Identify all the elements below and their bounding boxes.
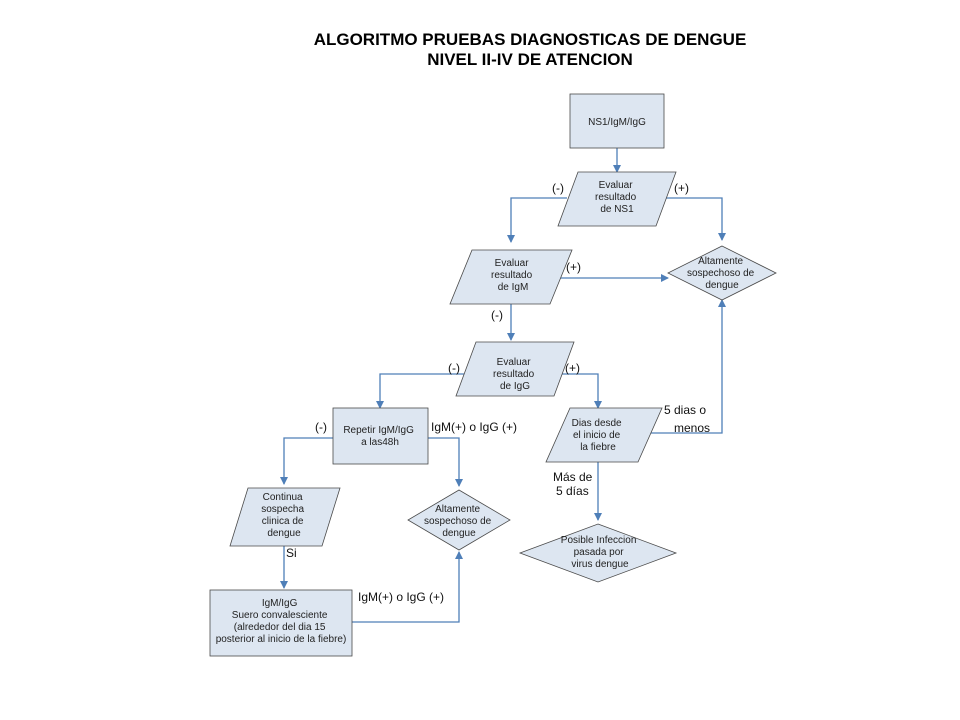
title-line-2: NIVEL II-IV DE ATENCION <box>427 50 633 69</box>
edge-dias-short-to-suspect <box>643 299 726 434</box>
eval-igm-line-3: de IgM <box>498 282 529 293</box>
repeat-line-2: a las48h <box>361 437 399 448</box>
posible-line-2: pasada por <box>574 547 625 558</box>
start-node-text: NS1/IgM/IgG <box>588 117 646 128</box>
eval-ns1-line-1: Evaluar <box>599 180 634 191</box>
repeat-node <box>332 407 429 465</box>
label-five-days-line-2: menos <box>674 421 710 435</box>
edge-box-pos-to-suspect-mid <box>352 551 463 623</box>
repeat-text: Repetir IgM/IgG a las48h <box>343 425 416 448</box>
label-ns1-positive: (+) <box>674 181 689 195</box>
continua-line-4: dengue <box>267 528 301 539</box>
label-repeat-positive: IgM(+) o IgG (+) <box>431 420 517 434</box>
dias-line-2: el inicio de <box>573 430 621 441</box>
label-ns1-negative: (-) <box>552 181 564 195</box>
dias-line-1: Dias desde <box>572 418 622 429</box>
label-igm-negative: (-) <box>491 308 503 322</box>
node-texts: NS1/IgM/IgG Evaluar resultado de NS1 Eva… <box>216 117 757 645</box>
posible-line-3: virus dengue <box>571 559 629 570</box>
suspect-top-line-2: sospechoso de <box>687 268 755 279</box>
continua-text: Continua sospecha clinica de dengue <box>261 492 307 539</box>
suspect-mid-node <box>407 489 511 551</box>
eval-ns1-line-3: de NS1 <box>600 204 634 215</box>
eval-igg-text: Evaluar resultado de IgG <box>493 357 537 392</box>
edge-repeat-pos-to-suspect-mid <box>428 437 463 487</box>
continua-line-3: clinica de <box>262 516 304 527</box>
suspect-mid-text: Altamente sospechoso de dengue <box>424 504 494 539</box>
nodes <box>209 93 777 657</box>
dias-node <box>545 407 663 463</box>
igm-igg-box-line-2: Suero convalesciente <box>232 610 328 621</box>
label-repeat-negative: (-) <box>315 420 327 434</box>
edge-igg-pos-to-dias <box>557 373 602 409</box>
igm-igg-box-line-4: posterior al inicio de la fiebre) <box>216 634 347 645</box>
edge-ns1-neg-to-eval-igm <box>507 197 567 243</box>
edge-labels: (-) (+) (+) (-) (-) (+) (-) IgM(+) o IgG… <box>286 181 710 604</box>
suspect-top-line-1: Altamente <box>698 256 743 267</box>
label-igg-negative: (-) <box>448 361 460 375</box>
eval-ns1-line-2: resultado <box>595 192 637 203</box>
diagram-title: ALGORITMO PRUEBAS DIAGNOSTICAS DE DENGUE… <box>240 30 820 70</box>
igm-igg-box-line-1: IgM/IgG <box>262 598 298 609</box>
label-five-days-line-1: 5 dias o <box>664 403 706 417</box>
edge-igg-neg-to-repeat <box>376 373 466 409</box>
eval-ns1-node <box>557 171 677 227</box>
eval-igg-line-3: de IgG <box>500 381 530 392</box>
edge-ns1-pos-to-suspect <box>663 197 726 241</box>
posible-node <box>518 523 678 583</box>
label-more-days-line-1: Más de <box>553 470 593 484</box>
suspect-top-text: Altamente sospechoso de dengue <box>687 256 757 291</box>
igm-igg-box-text: IgM/IgG Suero convalesciente (alrededor … <box>216 598 347 645</box>
igm-igg-box-line-3: (alrededor del dia 15 <box>234 622 326 633</box>
label-igg-positive: (+) <box>565 361 580 375</box>
dias-text: Dias desde el inicio de la fiebre <box>572 418 625 453</box>
posible-line-1: Posible Infeccion <box>561 535 637 546</box>
continua-line-2: sospecha <box>261 504 304 515</box>
eval-igg-line-2: resultado <box>493 369 535 380</box>
label-box-positive: IgM(+) o IgG (+) <box>358 590 444 604</box>
label-igm-positive: (+) <box>566 260 581 274</box>
repeat-line-1: Repetir IgM/IgG <box>343 425 414 436</box>
suspect-mid-line-3: dengue <box>442 528 476 539</box>
eval-igg-line-1: Evaluar <box>497 357 532 368</box>
start-node <box>569 93 665 149</box>
label-more-days-line-2: 5 días <box>556 484 589 498</box>
eval-igm-line-2: resultado <box>491 270 533 281</box>
start-line-1: NS1/IgM/IgG <box>588 117 646 128</box>
edge-repeat-neg-to-continua <box>280 437 333 485</box>
dias-line-3: la fiebre <box>580 442 616 453</box>
suspect-mid-line-1: Altamente <box>435 504 480 515</box>
suspect-mid-line-2: sospechoso de <box>424 516 492 527</box>
eval-ns1-text: Evaluar resultado de NS1 <box>595 180 639 215</box>
connectors <box>280 148 726 623</box>
label-si: Si <box>286 546 297 560</box>
eval-igm-text: Evaluar resultado de IgM <box>491 258 535 293</box>
eval-igg-node <box>455 341 575 397</box>
eval-igm-node <box>449 249 573 305</box>
suspect-top-node <box>667 245 777 301</box>
posible-text: Posible Infeccion pasada por virus dengu… <box>561 535 639 570</box>
title-line-1: ALGORITMO PRUEBAS DIAGNOSTICAS DE DENGUE <box>313 30 747 49</box>
continua-node <box>229 487 341 547</box>
igm-igg-box-node <box>209 589 353 657</box>
suspect-top-line-3: dengue <box>705 280 739 291</box>
eval-igm-line-1: Evaluar <box>495 258 530 269</box>
continua-line-1: Continua <box>263 492 303 503</box>
